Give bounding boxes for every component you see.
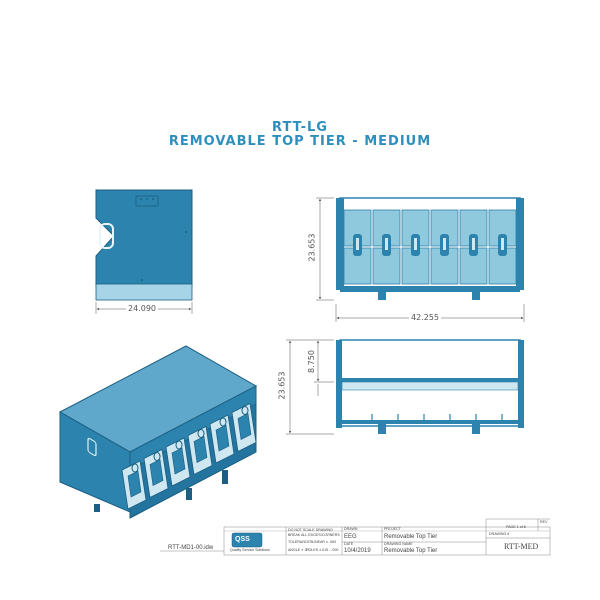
side-view xyxy=(95,189,193,314)
iso-bin xyxy=(209,414,235,464)
handle-icon xyxy=(87,437,97,457)
date-value: 10/4/2019 xyxy=(344,548,371,554)
tolerance-linear: LINEAR ± .063 xyxy=(312,540,336,544)
drawn-value: EEG xyxy=(344,534,357,540)
project-label: PROJECT xyxy=(384,527,401,531)
logo-text: QSS xyxy=(235,536,250,543)
isometric-view xyxy=(58,345,258,519)
note-edges: BREAK ALL EDGES/CORNERS xyxy=(288,533,340,537)
drawing-name-value: Removable Top Tier xyxy=(384,548,438,554)
dim-tier-height: 8.750 xyxy=(306,348,316,375)
front-bin xyxy=(401,209,430,285)
iso-bin xyxy=(165,437,191,487)
dim-front-width: 42.255 xyxy=(409,313,441,322)
tolerance-angle: ANGLE ± .5° xyxy=(288,548,309,552)
dim-section-height: 23.653 xyxy=(277,369,287,402)
drawing-name-label: DRAWING NAME xyxy=(384,542,413,546)
iso-bin xyxy=(143,448,169,499)
section-view xyxy=(286,339,524,435)
iso-bin xyxy=(187,425,213,476)
tolerances-label: TOLERANCES: xyxy=(288,540,314,544)
dim-front-height: 23.653 xyxy=(307,231,317,264)
drawing-subtitle: REMOVABLE TOP TIER - MEDIUM xyxy=(168,134,432,149)
front-bin xyxy=(430,209,459,285)
logo-subtext: Quality Service Solutions xyxy=(230,548,270,552)
front-view xyxy=(316,197,525,322)
front-bin xyxy=(488,209,517,285)
front-bin xyxy=(343,209,372,285)
file-name: RTT-MD1-00.idw xyxy=(168,545,214,551)
drawing-number-value: RTT-MED xyxy=(504,542,539,551)
iso-bin xyxy=(121,460,147,510)
drawing-number-label: DRAWING # xyxy=(489,532,510,536)
rev-label: REV xyxy=(540,520,548,524)
iso-bins xyxy=(121,402,257,510)
dim-side-width: 24.090 xyxy=(126,304,158,313)
side-base xyxy=(95,283,193,301)
drawing-title: RTT-LG xyxy=(272,120,328,135)
project-value: Removable Top Tier xyxy=(384,534,438,540)
drawn-label: DRAWN xyxy=(344,527,358,531)
front-bin xyxy=(372,209,401,285)
company-logo xyxy=(231,532,263,548)
front-bin xyxy=(459,209,488,285)
date-label: DATE xyxy=(344,542,354,546)
title-block xyxy=(160,518,551,556)
note-scale: DO NOT SCALE DRAWING xyxy=(288,528,333,532)
tolerance-holes: HOLES ±.015 - .000 xyxy=(306,548,339,552)
page-number: PAGE 1 of 6 xyxy=(506,525,526,529)
iso-bin xyxy=(231,402,257,453)
front-bins xyxy=(343,209,517,285)
handle-icon xyxy=(99,223,114,249)
